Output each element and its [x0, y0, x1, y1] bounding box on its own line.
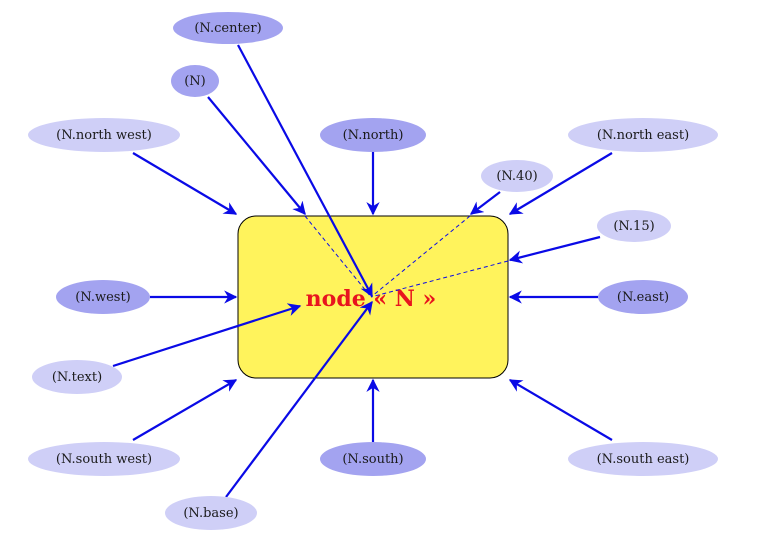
arrow-angle-40 — [469, 191, 501, 215]
anchor-north: (N.north) — [320, 118, 426, 152]
dashed-guide-15 — [370, 260, 509, 298]
anchor-ellipses: (N.center) (N) (N.north west) (N.north) … — [28, 12, 718, 530]
dashed-guide-40 — [370, 215, 471, 298]
arrow-plain — [207, 96, 306, 216]
anchor-base: (N.base) — [165, 496, 257, 530]
arrow-south-west — [132, 379, 238, 441]
anchor-text: (N.text) — [32, 360, 122, 394]
dashed-guide-plain — [304, 215, 372, 298]
anchor-south-west-label: (N.south west) — [56, 452, 152, 467]
anchor-plain: (N) — [171, 65, 219, 97]
anchor-north-label: (N.north) — [343, 128, 404, 143]
anchor-south-west: (N.south west) — [28, 442, 180, 476]
arrows — [112, 44, 613, 498]
arrow-base — [225, 300, 373, 498]
anchor-south-label: (N.south) — [342, 452, 403, 467]
arrow-center — [237, 44, 373, 298]
anchor-west: (N.west) — [56, 280, 150, 314]
anchor-angle-15: (N.15) — [597, 210, 671, 242]
arrow-text — [112, 303, 302, 368]
anchor-north-east: (N.north east) — [568, 118, 718, 152]
anchor-west-label: (N.west) — [75, 290, 131, 305]
anchor-south-east: (N.south east) — [568, 442, 718, 476]
arrow-angle-15 — [508, 235, 601, 264]
anchor-north-west: (N.north west) — [28, 118, 180, 152]
anchor-angle-40: (N.40) — [481, 160, 553, 192]
anchor-text-label: (N.text) — [52, 370, 102, 385]
arrow-south-east — [508, 379, 613, 441]
anchor-east: (N.east) — [598, 280, 688, 314]
arrow-north-west — [132, 152, 238, 215]
node-n-box — [237, 215, 509, 379]
anchor-south-east-label: (N.south east) — [597, 452, 690, 467]
anchor-angle-40-label: (N.40) — [496, 169, 537, 184]
arrow-north-east — [508, 152, 613, 215]
anchor-center-label: (N.center) — [194, 21, 261, 36]
node-n-label: node « N » — [306, 286, 437, 312]
anchor-center: (N.center) — [173, 12, 283, 44]
anchor-east-label: (N.east) — [617, 290, 669, 305]
anchor-base-label: (N.base) — [183, 506, 238, 521]
anchor-angle-15-label: (N.15) — [613, 219, 654, 234]
anchor-north-west-label: (N.north west) — [56, 128, 152, 143]
anchor-south: (N.south) — [320, 442, 426, 476]
anchor-plain-label: (N) — [184, 74, 206, 89]
dashed-guides — [304, 215, 509, 298]
anchor-north-east-label: (N.north east) — [597, 128, 689, 143]
